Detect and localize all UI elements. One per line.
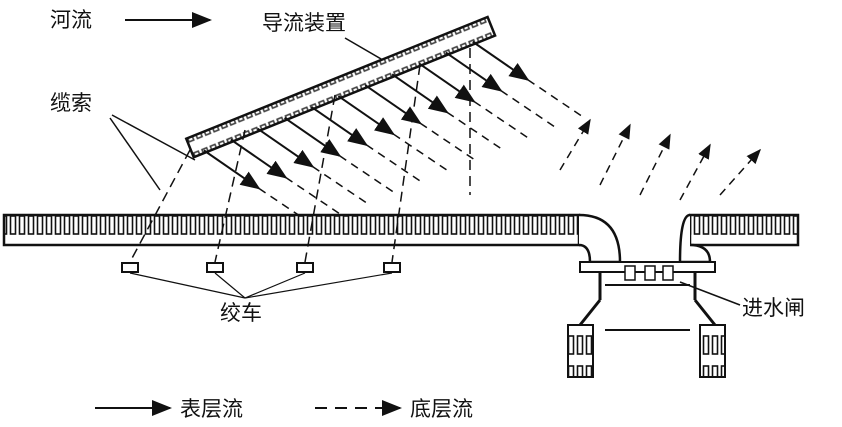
winch <box>296 262 314 273</box>
bottom-flow-dashed-line <box>500 89 557 129</box>
bottom-flow-dashed-line <box>366 144 422 183</box>
legend-surface-flow-label: 表层流 <box>180 397 243 421</box>
surface-flow-arrow <box>284 116 342 157</box>
intake-gate-label: 进水闸 <box>742 296 805 320</box>
winch-leader <box>214 272 246 299</box>
river-label: 河流 <box>50 8 92 32</box>
upward-flow-arrow <box>559 118 591 171</box>
bottom-flow-dashed-line <box>339 155 395 194</box>
winch-leader <box>129 272 246 299</box>
cable-leader-1 <box>109 117 161 191</box>
cable-leader-2 <box>111 114 196 161</box>
guide-device-label: 导流装置 <box>262 11 346 35</box>
flow-arrows <box>203 40 761 227</box>
cable-line <box>214 129 246 263</box>
embankment <box>2 213 800 264</box>
bottom-flow-dashed-line <box>285 176 342 216</box>
winch-label: 绞车 <box>220 301 262 325</box>
surface-flow-arrow <box>391 73 449 114</box>
surface-flow-arrow <box>230 138 288 179</box>
surface-flow-arrow <box>445 51 503 92</box>
upward-flow-arrow <box>719 148 761 196</box>
winch-leader <box>244 272 393 299</box>
winch <box>121 262 139 273</box>
surface-flow-arrow <box>310 106 369 147</box>
cable-label: 缆索 <box>50 91 92 115</box>
surface-flow-arrow <box>203 149 261 190</box>
intake-gate-structure <box>567 261 726 378</box>
legend-bottom-flow-label: 底层流 <box>410 397 473 421</box>
surface-flow-arrow <box>364 84 422 125</box>
winches <box>121 48 471 299</box>
cable-line <box>129 149 191 263</box>
upward-flow-arrow <box>639 133 671 196</box>
bottom-flow-dashed-line <box>446 111 503 150</box>
guide-device <box>184 15 497 159</box>
surface-flow-arrow <box>257 127 315 168</box>
bottom-flow-dashed-line <box>473 100 530 140</box>
upward-flow-arrow <box>599 123 631 186</box>
winch-leader <box>244 272 306 299</box>
bottom-flow-dashed-line <box>392 133 449 172</box>
cable-line <box>391 64 421 263</box>
bottom-flow-dashed-line <box>419 122 476 161</box>
bottom-flow-dashed-line <box>258 187 315 227</box>
surface-flow-arrow <box>418 62 476 103</box>
bottom-flow-dashed-line <box>312 166 369 205</box>
winch <box>206 262 224 273</box>
cable-line <box>304 94 336 263</box>
winch <box>383 262 401 273</box>
upward-flow-arrow <box>679 143 711 201</box>
bottom-flow-dashed-line <box>527 79 584 118</box>
intake-gate-leader <box>679 281 741 306</box>
surface-flow-arrow <box>337 95 395 136</box>
surface-flow-arrow <box>472 40 530 81</box>
